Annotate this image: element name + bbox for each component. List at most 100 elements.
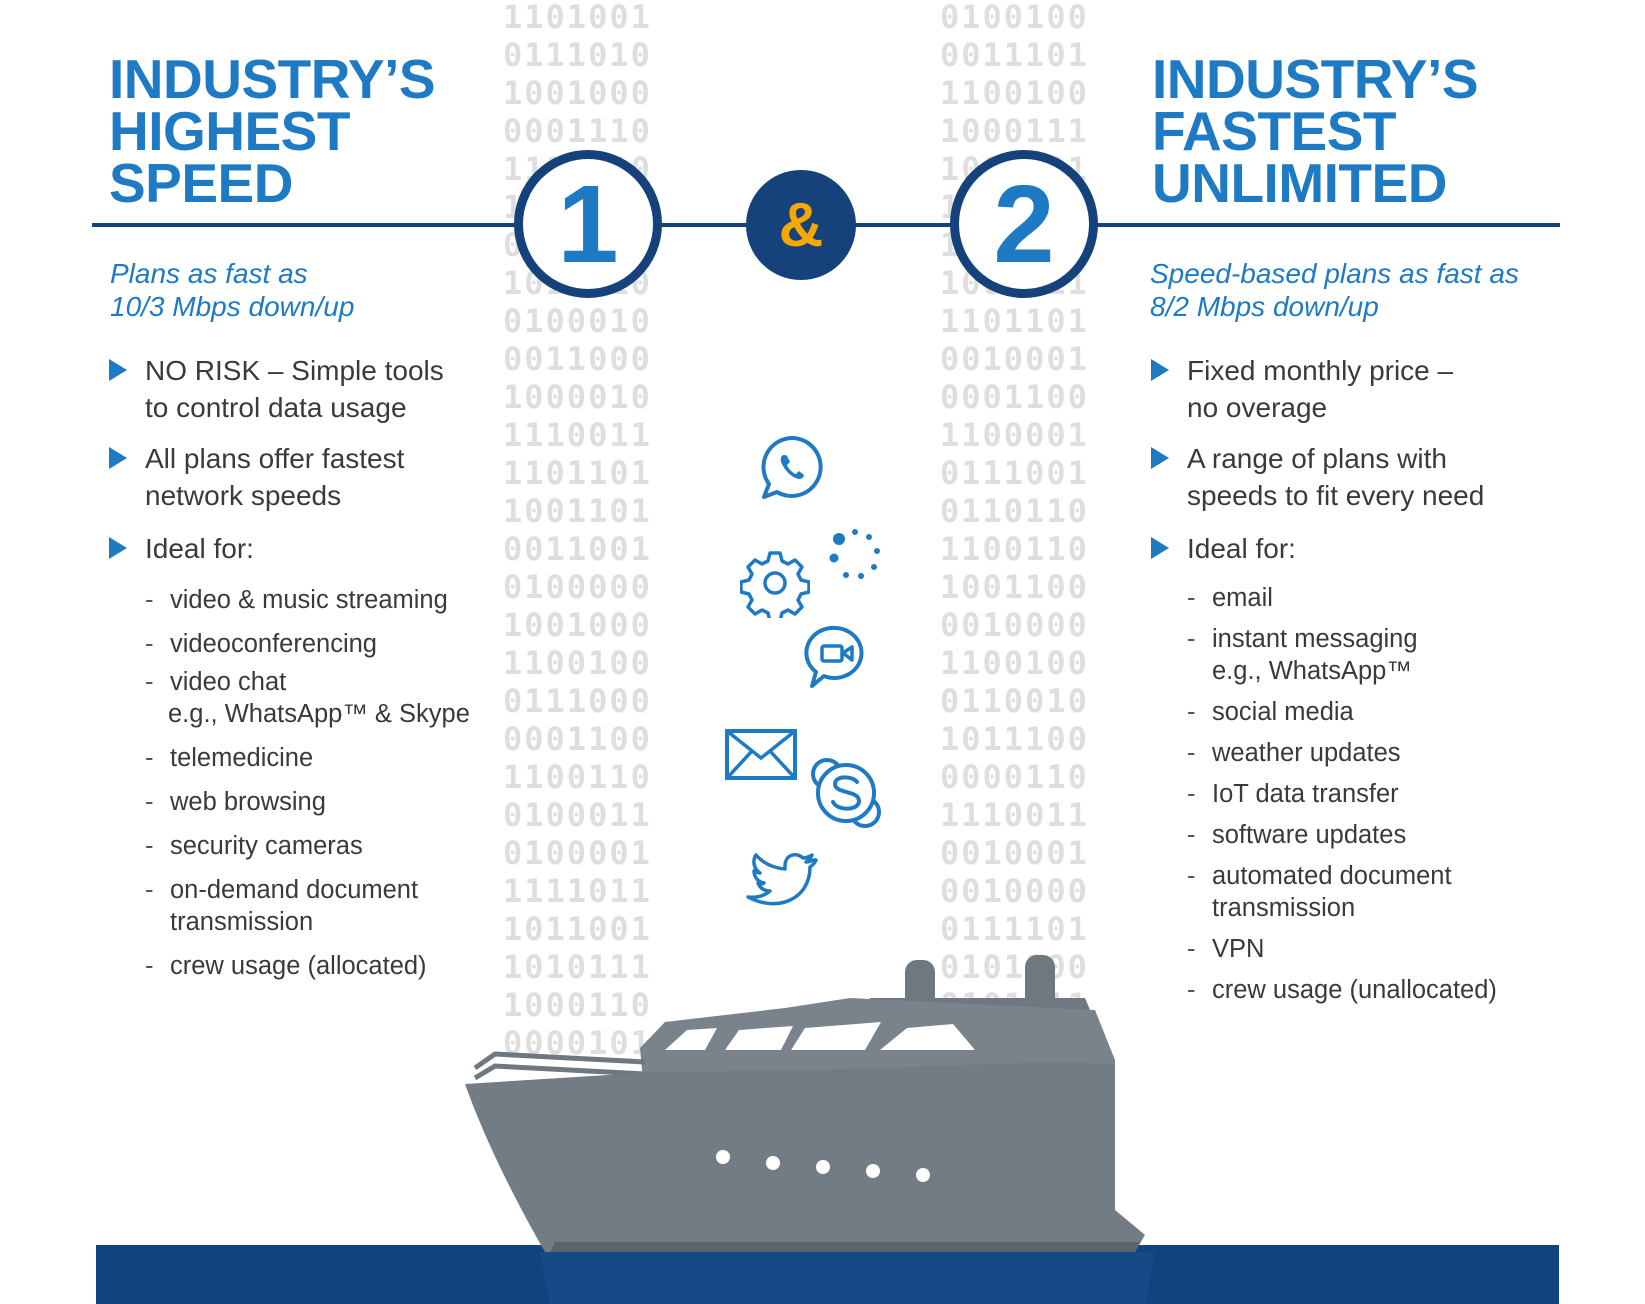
ideal-item-text: instant messaging	[1212, 625, 1418, 653]
ideal-item-text: on-demand document	[170, 876, 419, 904]
loading-spinner-icon	[829, 529, 880, 579]
ideal-item-text: weather updates	[1212, 739, 1401, 767]
binary-row: 0101100	[940, 948, 1089, 986]
right-heading-line-3: UNLIMITED	[1152, 152, 1447, 214]
binary-row: 0111001	[940, 454, 1089, 492]
list-item: -VPN	[1187, 933, 1567, 965]
binary-row: 1100100	[940, 644, 1089, 682]
bullet-text: speeds to fit every need	[1187, 480, 1485, 511]
binary-row: 0110110	[940, 492, 1089, 530]
list-item: -IoT data transfer	[1187, 778, 1567, 810]
binary-row: 1001000	[503, 74, 652, 112]
right-subtitle-line-2: 8/2 Mbps down/up	[1150, 291, 1379, 322]
binary-row: 1100110	[940, 530, 1089, 568]
binary-row: 0100000	[503, 568, 652, 606]
ideal-item-text: software updates	[1212, 821, 1407, 849]
binary-row: 0111000	[503, 682, 652, 720]
binary-row: 0011001	[503, 530, 652, 568]
ideal-item-text: video & music streaming	[170, 586, 448, 614]
ideal-item-text: automated document	[1212, 862, 1452, 890]
ideal-item-text: VPN	[1212, 935, 1265, 963]
bullet-text: Fixed monthly price –	[1187, 355, 1454, 386]
binary-row: 1000110	[503, 986, 652, 1024]
binary-row: 1001000	[503, 606, 652, 644]
binary-row: 1011001	[503, 910, 652, 948]
list-item: -security cameras	[145, 830, 505, 862]
ampersand-symbol: &	[778, 190, 824, 260]
binary-row: 0010000	[940, 872, 1089, 910]
binary-row: 0110010	[940, 682, 1089, 720]
right-subtitle-line-1: Speed-based plans as fast as	[1150, 258, 1519, 289]
bullet-text: NO RISK – Simple tools	[145, 355, 444, 386]
binary-row: 0100010	[503, 302, 652, 340]
binary-row: 1001101	[503, 492, 652, 530]
ampersand-badge: &	[746, 170, 856, 280]
gear-icon	[740, 551, 810, 618]
left-heading: INDUSTRY’S HIGHEST SPEED	[109, 52, 436, 214]
skype-icon	[811, 758, 881, 828]
binary-row: 1100001	[940, 416, 1089, 454]
binary-row: 1001100	[940, 568, 1089, 606]
left-bullet-list: NO RISK – Simple tools to control data u…	[109, 352, 489, 581]
binary-row: 0111010	[503, 36, 652, 74]
bullet-text: All plans offer fastest	[145, 443, 405, 474]
triangle-bullet-icon	[1151, 359, 1169, 381]
bullet-text: no overage	[1187, 392, 1328, 423]
ideal-item-text: transmission	[1212, 894, 1356, 922]
binary-row: 0100100	[940, 0, 1089, 36]
list-item: -web browsing	[145, 786, 505, 818]
binary-row: 1101001	[503, 0, 652, 36]
ideal-item-text: IoT data transfer	[1212, 780, 1399, 808]
ideal-item-text: crew usage (unallocated)	[1212, 976, 1497, 1004]
binary-row: 1100100	[940, 74, 1089, 112]
list-item: Ideal for:	[109, 530, 489, 567]
binary-row: 1011100	[940, 720, 1089, 758]
ideal-item-text: e.g., WhatsApp™ & Skype	[168, 700, 470, 728]
binary-row: 1101101	[503, 454, 652, 492]
left-heading-line-3: SPEED	[109, 152, 293, 214]
triangle-bullet-icon	[1151, 447, 1169, 469]
list-item: -video & music streaming	[145, 584, 505, 616]
binary-row: 0001100	[503, 720, 652, 758]
binary-row: 0011101	[940, 36, 1089, 74]
triangle-bullet-icon	[109, 359, 127, 381]
ideal-item-text: security cameras	[170, 832, 363, 860]
triangle-bullet-icon	[109, 537, 127, 559]
twitter-icon	[746, 852, 818, 906]
left-subtitle-line-2: 10/3 Mbps down/up	[110, 291, 355, 322]
bullet-text: to control data usage	[145, 392, 407, 423]
bullet-text: Ideal for:	[1187, 533, 1296, 564]
ideal-item-text: web browsing	[170, 788, 326, 816]
list-item: NO RISK – Simple tools to control data u…	[109, 352, 489, 426]
ideal-item-text: transmission	[170, 908, 314, 936]
yacht-illustration	[465, 955, 1155, 1304]
right-bullet-list: Fixed monthly price – no overage A range…	[1151, 352, 1571, 581]
right-heading-line-1: INDUSTRY’S	[1152, 48, 1479, 110]
bullet-text: A range of plans with	[1187, 443, 1447, 474]
binary-row: 0001110	[503, 112, 652, 150]
bullet-text: Ideal for:	[145, 533, 254, 564]
binary-row: 0100001	[503, 834, 652, 872]
ideal-item-text: e.g., WhatsApp™	[1212, 657, 1412, 685]
binary-row: 1110011	[503, 416, 652, 454]
binary-row: 0010001	[940, 834, 1089, 872]
list-item: -email	[1187, 582, 1567, 614]
binary-row: 1000010	[503, 378, 652, 416]
binary-row: 0011000	[503, 340, 652, 378]
binary-row: 1100100	[503, 644, 652, 682]
ideal-item-text: email	[1212, 584, 1273, 612]
binary-row: 0010001	[940, 340, 1089, 378]
left-subtitle-line-1: Plans as fast as	[110, 258, 308, 289]
binary-row: 0001100	[940, 378, 1089, 416]
right-heading-line-2: FASTEST	[1152, 100, 1397, 162]
list-item: -weather updates	[1187, 737, 1567, 769]
left-subtitle: Plans as fast as 10/3 Mbps down/up	[110, 257, 354, 323]
binary-row: 0000110	[940, 758, 1089, 796]
list-item: Fixed monthly price – no overage	[1151, 352, 1571, 426]
triangle-bullet-icon	[1151, 537, 1169, 559]
whatsapp-icon	[761, 435, 823, 499]
